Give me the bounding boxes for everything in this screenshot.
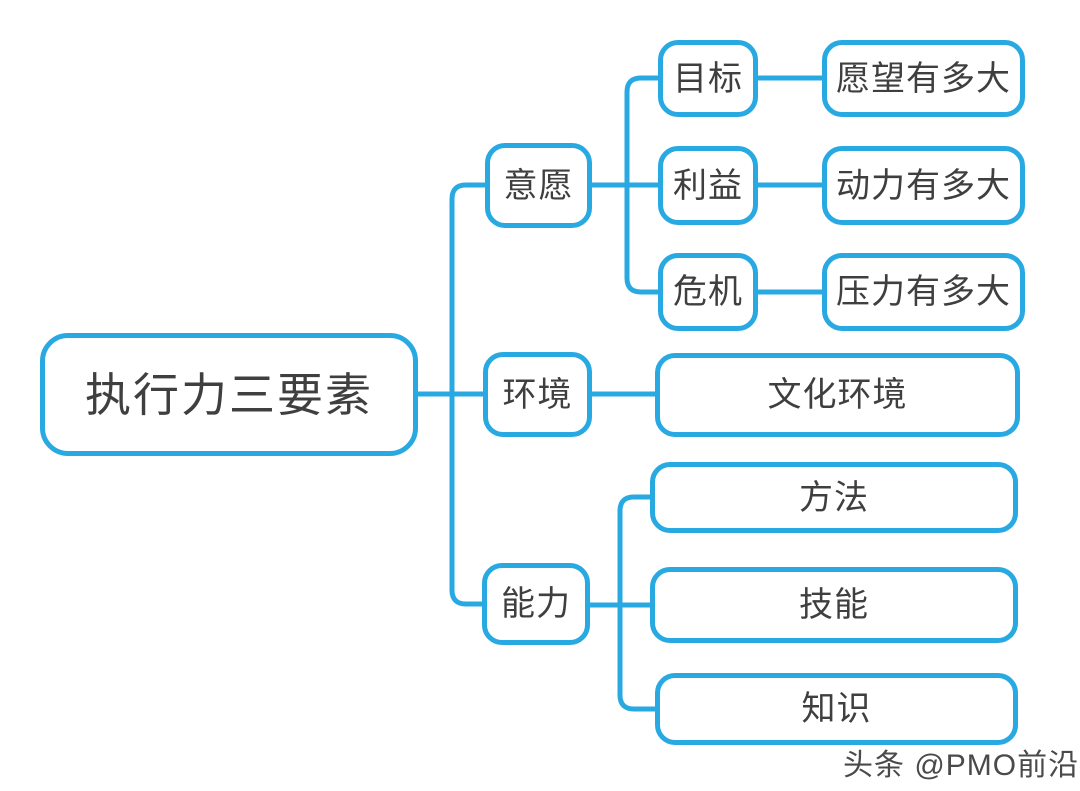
branch-ability-node[interactable]: 能力 <box>482 563 590 645</box>
method-node[interactable]: 方法 <box>650 462 1018 533</box>
branch-willingness-node[interactable]: 意愿 <box>485 143 592 228</box>
pressure-size-node[interactable]: 压力有多大 <box>822 253 1025 331</box>
benefit-node[interactable]: 利益 <box>658 146 758 225</box>
goal-node[interactable]: 目标 <box>658 40 758 117</box>
cultural-environment-node[interactable]: 文化环境 <box>655 353 1020 437</box>
knowledge-node[interactable]: 知识 <box>655 673 1018 745</box>
skill-node[interactable]: 技能 <box>650 567 1018 643</box>
connector-ability-trunk <box>617 494 659 712</box>
desire-size-node[interactable]: 愿望有多大 <box>822 40 1025 117</box>
branch-environment-node[interactable]: 环境 <box>483 352 592 437</box>
motivation-size-node[interactable]: 动力有多大 <box>822 146 1025 225</box>
root-node[interactable]: 执行力三要素 <box>40 333 418 456</box>
connector-main-trunk <box>449 182 489 607</box>
watermark: 头条 @PMO前沿 <box>843 749 1080 782</box>
crisis-node[interactable]: 危机 <box>658 253 758 331</box>
connector-willingness-trunk <box>624 75 662 295</box>
